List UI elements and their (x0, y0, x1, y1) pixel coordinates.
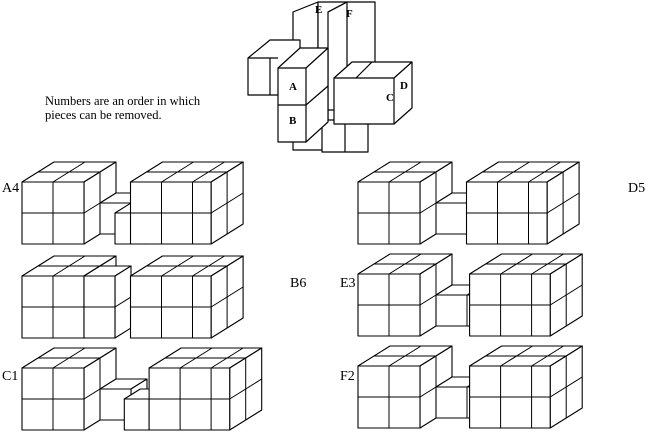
piece-d (357, 161, 580, 245)
piece-label-e: E3 (340, 276, 356, 291)
block-face (123, 398, 150, 431)
block-face (99, 388, 132, 421)
piece-c (21, 347, 263, 431)
assembly-label-f: F (346, 8, 353, 20)
piece-label-d: D5 (628, 181, 645, 196)
piece-label-a: A4 (2, 181, 19, 196)
assembled-puzzle (247, 1, 413, 153)
note-line-1: Numbers are an order in which (45, 94, 201, 108)
assembly-label-a: A (289, 81, 297, 93)
cube-edge (114, 296, 132, 308)
assembly-label-d: D (400, 80, 408, 92)
piece-label-b: B6 (290, 276, 306, 291)
stick-a-b (277, 47, 329, 143)
piece-a (21, 161, 244, 245)
piece-label-c: C1 (2, 369, 18, 384)
stick-right (333, 61, 413, 125)
block-face (435, 202, 468, 235)
assembly-label-c: C (386, 92, 394, 104)
assembly-label-b: B (289, 115, 297, 127)
piece-e (357, 253, 583, 337)
piece-label-f: F2 (340, 369, 355, 384)
note-line-2: pieces can be removed. (45, 108, 162, 122)
piece-f (357, 345, 583, 429)
piece-b (21, 255, 244, 339)
assembly-label-e: E (315, 4, 322, 16)
